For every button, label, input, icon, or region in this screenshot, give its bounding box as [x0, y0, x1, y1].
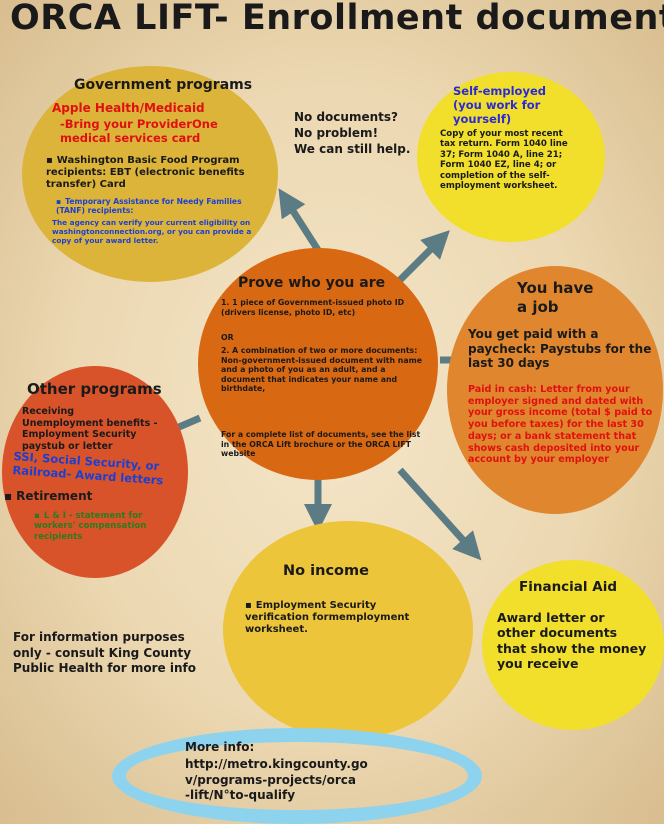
job-heading: You have a job — [517, 279, 594, 316]
arrow-to-government — [278, 188, 321, 252]
more-info-link[interactable]: http://metro.kingcounty.go v/programs-pr… — [185, 757, 368, 803]
prove-option-2: 2. A combination of two or more document… — [221, 346, 422, 393]
self-employed-heading: Self-employed (you work for yourself) — [453, 84, 546, 127]
prove-or: OR — [221, 333, 234, 342]
financial-aid-body: Award letter or other documents that sho… — [497, 610, 647, 671]
basic-food-text: Washington Basic Food Program recipients… — [46, 155, 256, 192]
info-note: For information purposes only - consult … — [13, 630, 196, 676]
financial-aid-heading: Financial Aid — [519, 579, 617, 595]
government-programs-heading: Government programs — [74, 77, 253, 93]
other-programs-circle — [2, 366, 188, 578]
self-employed-circle — [417, 72, 605, 242]
tanf-detail: The agency can verify your current eligi… — [52, 218, 252, 245]
retirement-label: Retirement — [4, 489, 92, 504]
prove-heading: Prove who you are — [238, 275, 386, 291]
arrow-to-self-employed — [395, 230, 450, 285]
arrow-to-financial-aid — [397, 467, 482, 561]
no-income-heading: No income — [283, 563, 369, 579]
no-documents-text: No documents? No problem! We can still h… — [294, 110, 411, 157]
other-programs-heading: Other programs — [27, 380, 162, 398]
more-info-label: More info: — [185, 740, 255, 754]
financial-aid-circle — [482, 560, 664, 730]
apple-health-label: Apple Health/Medicaid — [52, 101, 205, 115]
job-paycheck-text: You get paid with a paycheck: Paystubs f… — [468, 327, 652, 371]
prove-option-1: 1. 1 piece of Government-issued photo ID… — [221, 298, 405, 317]
no-income-body: Employment Security verification formemp… — [245, 600, 417, 637]
prove-who-you-are-circle — [198, 248, 438, 480]
tanf-label: Temporary Assistance for Needy Families … — [56, 197, 256, 216]
lni-text: L & I - statement for workers' compensat… — [34, 511, 152, 542]
self-employed-body: Copy of your most recent tax return. For… — [440, 129, 568, 192]
page-title: ORCA LIFT- Enrollment documents — [10, 0, 664, 38]
prove-complete-list: For a complete list of documents, see th… — [221, 430, 421, 458]
job-cash-text: Paid in cash: Letter from your employer … — [468, 384, 653, 466]
apple-health-detail: -Bring your ProviderOne medical services… — [60, 117, 218, 146]
unemployment-text: Receiving Unemployment benefits -Employm… — [22, 406, 158, 452]
job-circle — [447, 266, 663, 514]
